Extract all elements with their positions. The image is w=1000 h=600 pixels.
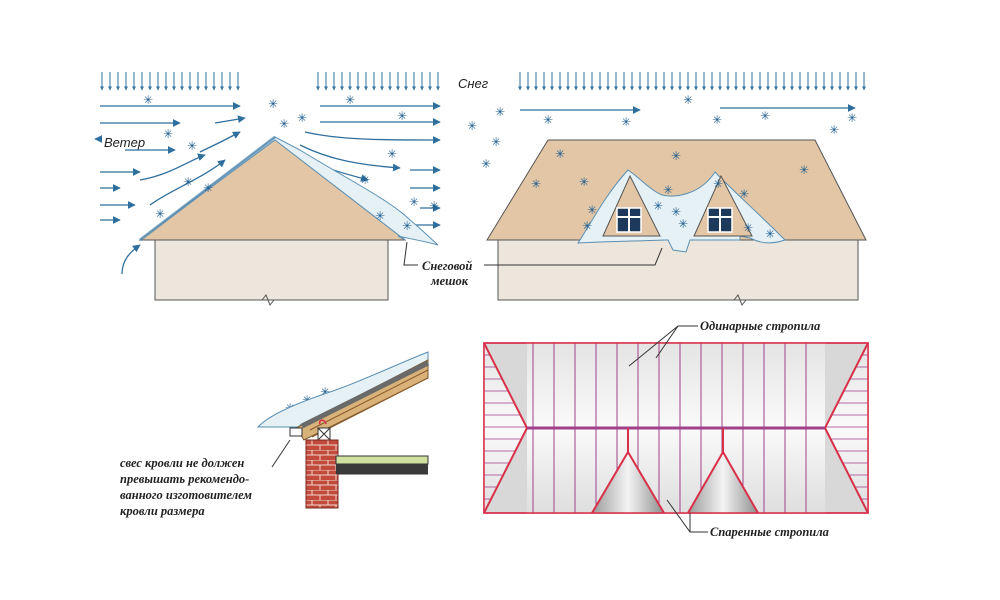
gutter	[289, 427, 303, 437]
snowflake-icon: ✳	[495, 105, 505, 119]
window-icon	[707, 207, 733, 233]
snowflake-icon: ✳	[743, 221, 753, 235]
plan-dormer-2	[688, 452, 758, 513]
snowflake-icon: ✳	[760, 109, 770, 123]
snowflake-icon: ✳	[683, 93, 693, 107]
snowflake-icon: ✳	[678, 217, 688, 231]
dormer-house-panel: Снег	[458, 72, 867, 306]
overhang-snow	[256, 351, 429, 428]
snowflake-icon: ✳	[409, 195, 419, 209]
wind-arrows	[94, 102, 441, 275]
snowflake-icon: ✳	[579, 175, 589, 189]
overhang-note-line3: ванного изготовителем	[120, 488, 252, 502]
snowflake-icon: ✳	[467, 119, 477, 133]
snowflake-icon: ✳	[360, 173, 370, 187]
snowflake-icon: ✳	[765, 227, 775, 241]
snowflakes: ✳ ✳ ✳ ✳ ✳ ✳ ✳ ✳ ✳ ✳ ✳ ✳ ✳ ✳ ✳ ✳ ✳ ✳ ✳ ✳ ✳ ✳ ✳ ✳ ✳ ✳ ✳ ✳ ✳ ✳ ✳ ✳ ✳ ✳ ✳ ✳ ✳ ✳ ✳ ✳…	[143, 93, 857, 415]
snowflake-icon: ✳	[531, 177, 541, 191]
rafter-plan: Одинарные стропила Спаренные стропила	[483, 319, 869, 539]
snowflake-icon: ✳	[429, 199, 439, 213]
wind-arrow-icon	[199, 131, 241, 153]
snowflake-icon: ✳	[155, 207, 165, 221]
hip-jack-rafters	[484, 354, 868, 500]
snowflake-icon: ✳	[345, 93, 355, 107]
wall-break-mark	[261, 294, 275, 306]
wind-arrow-icon	[139, 153, 206, 181]
wind-arrow-icon	[304, 131, 441, 144]
snowflake-icon: ✳	[555, 147, 565, 161]
snowflake-icon: ✳	[163, 127, 173, 141]
snowflake-icon: ✳	[587, 203, 597, 217]
snowflake-icon: ✳	[847, 111, 857, 125]
snowflake-icon: ✳	[663, 183, 673, 197]
snow-bag-leader-right	[484, 247, 663, 266]
snowflake-icon: ✳	[671, 149, 681, 163]
snowflake-icon: ✳	[402, 219, 412, 233]
paired-rafters-leader	[666, 499, 708, 533]
paired-rafters-label: Спаренные стропила	[710, 525, 829, 539]
leeward-snow-drift	[139, 136, 439, 246]
snowflake-icon: ✳	[143, 93, 153, 107]
snow-label: Снег	[458, 76, 489, 91]
ceiling-insulation	[335, 455, 429, 465]
snowflake-icon: ✳	[481, 157, 491, 171]
eave-overhang-section: свес кровли не должен превышать рекоменд…	[120, 351, 430, 518]
house-wall-left	[154, 239, 389, 301]
snowflake-icon: ✳	[387, 147, 397, 161]
snowflake-icon: ✳	[653, 199, 663, 213]
wind-arrow-icon	[149, 159, 226, 206]
snowflake-icon: ✳	[739, 187, 749, 201]
snowfall-arrows-right	[518, 72, 866, 114]
snowflake-icon: ✳	[543, 113, 553, 127]
snow-bag-label-line2: мешок	[430, 274, 469, 288]
snowflake-icon: ✳	[183, 175, 193, 189]
overhang-note-line2: превышать рекомендо-	[120, 472, 249, 486]
overhang-note-line4: кровли размера	[120, 504, 205, 518]
snowflake-icon: ✳	[582, 219, 592, 233]
overhang-leader	[271, 439, 291, 468]
hip-left	[484, 343, 527, 513]
snow-bag-leader-left	[403, 241, 418, 266]
snowflake-icon: ✳	[279, 117, 289, 131]
wind-arrow-icon	[299, 144, 401, 172]
snow-bag-label-line1: Снеговой	[422, 259, 472, 273]
snowflake-icon: ✳	[397, 109, 407, 123]
snowflake-icon: ✳	[187, 139, 197, 153]
snowflake-icon: ✳	[491, 135, 501, 149]
snowflake-icon: ✳	[268, 97, 278, 111]
hip-right	[825, 343, 868, 513]
single-rafters-top	[532, 343, 807, 428]
snowflake-icon: ✳	[712, 113, 722, 127]
snowflake-icon: ✳	[671, 205, 681, 219]
snowfall-arrows-left	[100, 72, 440, 91]
snowflake-icon: ✳	[621, 115, 631, 129]
window-icon	[616, 207, 642, 233]
gable-house-wind-panel: Ветер	[94, 72, 441, 306]
snowflake-icon: ✳	[799, 163, 809, 177]
snowflake-icon: ✳	[320, 385, 330, 399]
snowflake-icon: ✳	[713, 177, 723, 191]
wind-label: Ветер	[104, 135, 145, 150]
snowflake-icon: ✳	[203, 181, 213, 195]
brick-wall	[305, 439, 339, 509]
single-rafters-leader	[628, 325, 698, 367]
plan-dormer-1	[592, 452, 664, 513]
overhang-note-line1: свес кровли не должен	[120, 456, 244, 470]
snowflake-icon: ✳	[297, 111, 307, 125]
snowflake-icon: ✳	[829, 123, 839, 137]
wind-arrow-icon	[214, 115, 246, 124]
snowflake-icon: ✳	[375, 209, 385, 223]
wind-arrow-icon	[121, 244, 141, 275]
single-rafters-label: Одинарные стропила	[700, 319, 820, 333]
